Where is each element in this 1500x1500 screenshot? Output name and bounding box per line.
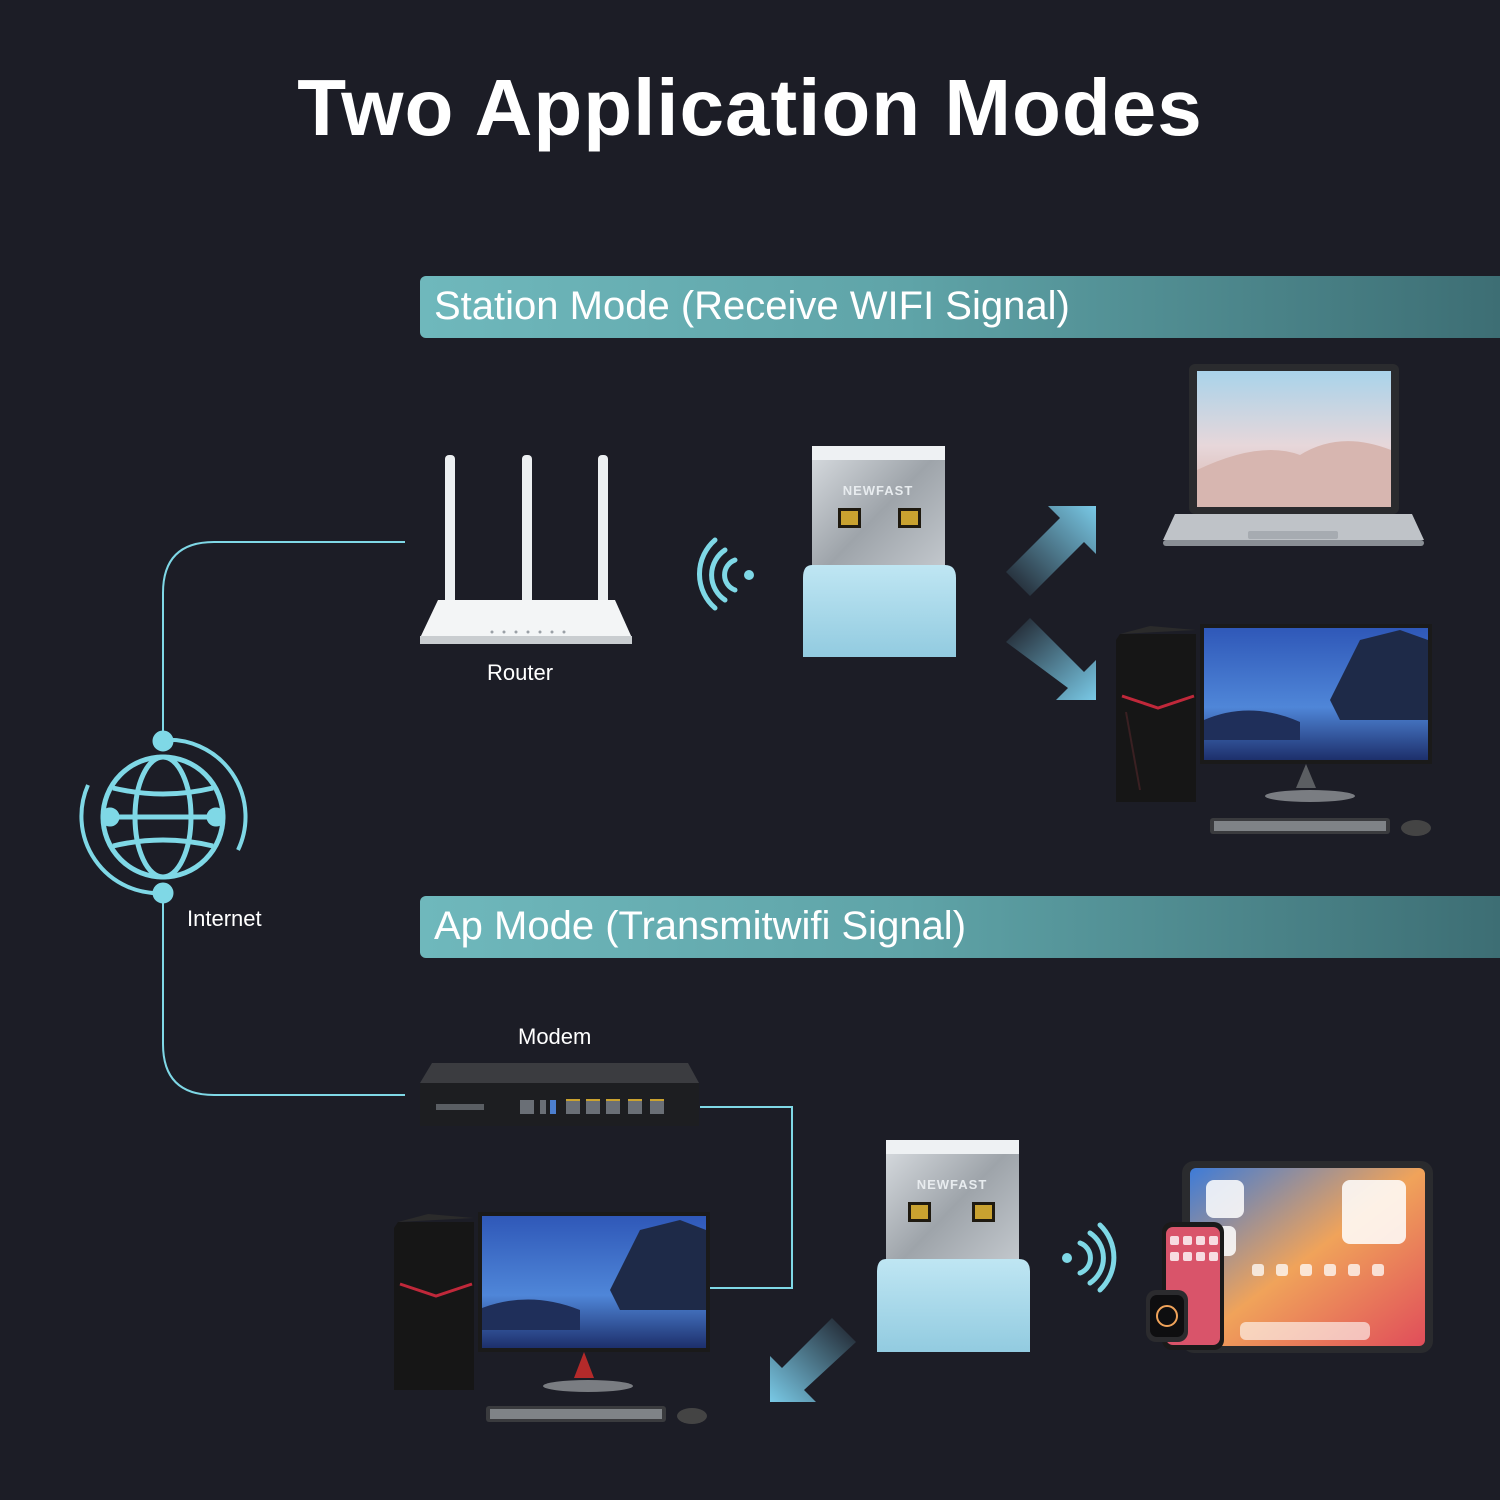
internet-connection-lines (162, 541, 405, 1096)
desktop-pc-station (1116, 624, 1432, 836)
wifi-receive-icon (696, 537, 754, 611)
modem-image (420, 1063, 699, 1126)
page-title: Two Application Modes (297, 63, 1203, 152)
desktop-pc-ap (394, 1212, 710, 1424)
svg-text:NEWFAST: NEWFAST (843, 483, 914, 498)
globe-icon (79, 730, 248, 904)
wifi-transmit-icon (1062, 1222, 1117, 1293)
laptop-image (1163, 364, 1424, 546)
station-mode-banner: Station Mode (Receive WIFI Signal) (420, 276, 1500, 338)
router-label: Router (487, 660, 554, 685)
arrow-to-desktop (1006, 618, 1096, 700)
mobile-devices-image (1146, 1161, 1433, 1353)
svg-text:NEWFAST: NEWFAST (917, 1177, 988, 1192)
internet-label: Internet (187, 906, 262, 931)
modem-label: Modem (518, 1024, 592, 1049)
router-image (420, 455, 632, 644)
usb-adapter-station: NEWFAST (803, 446, 956, 657)
usb-adapter-ap: NEWFAST (877, 1140, 1030, 1352)
ap-mode-banner: Ap Mode (Transmitwifi Signal) (420, 896, 1500, 958)
arrow-to-laptop (1006, 506, 1096, 596)
modem-to-pc-line (700, 1106, 793, 1289)
arrow-to-desktop-ap (770, 1318, 856, 1402)
